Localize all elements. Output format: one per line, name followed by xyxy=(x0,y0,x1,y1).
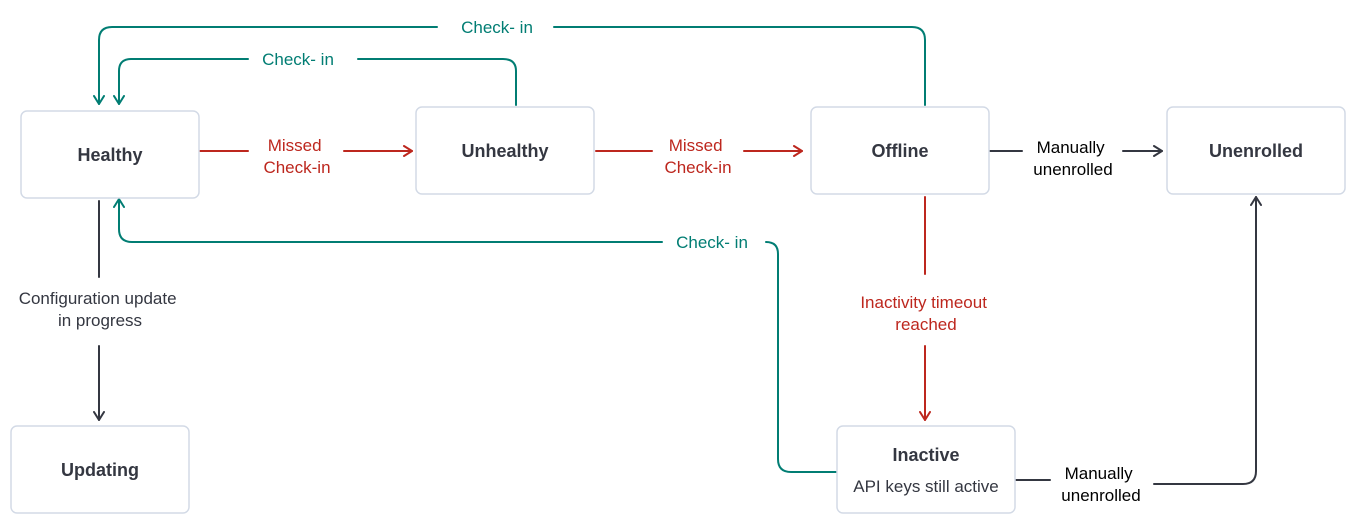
edge-healthy-to-updating-label-line1: Configuration update xyxy=(19,289,177,308)
node-inactive: Inactive API keys still active xyxy=(836,425,1016,514)
node-unhealthy: Unhealthy xyxy=(415,106,595,195)
edge-offline-to-unenrolled-label: Manually unenrolled xyxy=(1033,138,1112,179)
edge-healthy-to-updating: Configuration update in progress xyxy=(19,200,182,421)
edge-healthy-to-unhealthy-label-line2: Check-in xyxy=(263,158,330,177)
edge-healthy-to-unhealthy-label-line1: Missed xyxy=(268,136,322,155)
node-inactive-subtitle: API keys still active xyxy=(853,477,999,496)
node-offline-box xyxy=(810,106,990,195)
edge-inactive-to-healthy-line-upper xyxy=(113,198,663,243)
node-updating-title: Updating xyxy=(61,460,139,480)
edge-inactive-to-unenrolled: Manually unenrolled xyxy=(1015,196,1262,505)
node-healthy-title: Healthy xyxy=(77,145,142,165)
edge-healthy-to-unhealthy-label: Missed Check-in xyxy=(263,136,330,177)
node-offline: Offline xyxy=(810,106,990,195)
edge-unhealthy-to-offline-label: Missed Check-in xyxy=(664,136,731,177)
node-updating-box xyxy=(10,425,190,514)
node-healthy: Healthy xyxy=(20,110,200,199)
edge-offline-to-inactive-label-line2: reached xyxy=(895,315,956,334)
edge-offline-to-unenrolled-label-line2: unenrolled xyxy=(1033,160,1112,179)
node-unhealthy-box xyxy=(415,106,595,195)
edge-offline-to-inactive-label-line1: Inactivity timeout xyxy=(860,293,987,312)
edge-unhealthy-to-healthy: Check- in xyxy=(113,50,517,106)
edge-unhealthy-to-offline-label-line1: Missed xyxy=(669,136,723,155)
edge-unhealthy-to-healthy-line-right xyxy=(357,58,517,106)
node-unenrolled-title: Unenrolled xyxy=(1209,141,1303,161)
edge-offline-to-healthy-line-left xyxy=(93,26,438,105)
edge-offline-to-healthy: Check- in xyxy=(93,18,926,106)
node-unhealthy-title: Unhealthy xyxy=(461,141,548,161)
edge-healthy-to-unhealthy: Missed Check-in xyxy=(199,136,413,177)
edge-unhealthy-to-healthy-line-left xyxy=(113,58,249,105)
edge-unhealthy-to-offline-label-line2: Check-in xyxy=(664,158,731,177)
edge-inactive-to-unenrolled-label-line2: unenrolled xyxy=(1061,486,1140,505)
edge-healthy-to-updating-label: Configuration update in progress xyxy=(19,289,182,330)
node-inactive-title: Inactive xyxy=(892,445,959,465)
edge-offline-to-healthy-line-right xyxy=(553,26,926,106)
edge-offline-to-healthy-label: Check- in xyxy=(461,18,533,37)
edge-healthy-to-updating-label-line2: in progress xyxy=(58,311,142,330)
edge-inactive-to-healthy-label: Check- in xyxy=(676,233,748,252)
edge-offline-to-inactive: Inactivity timeout reached xyxy=(860,196,991,421)
edge-inactive-to-healthy: Check- in xyxy=(113,198,837,473)
node-offline-title: Offline xyxy=(872,141,929,161)
edge-offline-to-inactive-label: Inactivity timeout reached xyxy=(860,293,991,334)
edge-unhealthy-to-healthy-label: Check- in xyxy=(262,50,334,69)
edge-inactive-to-unenrolled-line-right xyxy=(1153,196,1262,485)
node-unenrolled-box xyxy=(1166,106,1346,195)
node-healthy-box xyxy=(20,110,200,199)
node-inactive-box xyxy=(836,425,1016,514)
node-updating: Updating xyxy=(10,425,190,514)
edge-offline-to-unenrolled: Manually unenrolled xyxy=(989,138,1163,179)
edge-inactive-to-unenrolled-label: Manually unenrolled xyxy=(1061,464,1140,505)
edge-offline-to-unenrolled-label-line1: Manually xyxy=(1037,138,1106,157)
edge-unhealthy-to-offline: Missed Check-in xyxy=(595,136,803,177)
edge-inactive-to-unenrolled-label-line1: Manually xyxy=(1065,464,1134,483)
node-unenrolled: Unenrolled xyxy=(1166,106,1346,195)
edge-inactive-to-healthy-line-lower xyxy=(765,241,837,473)
